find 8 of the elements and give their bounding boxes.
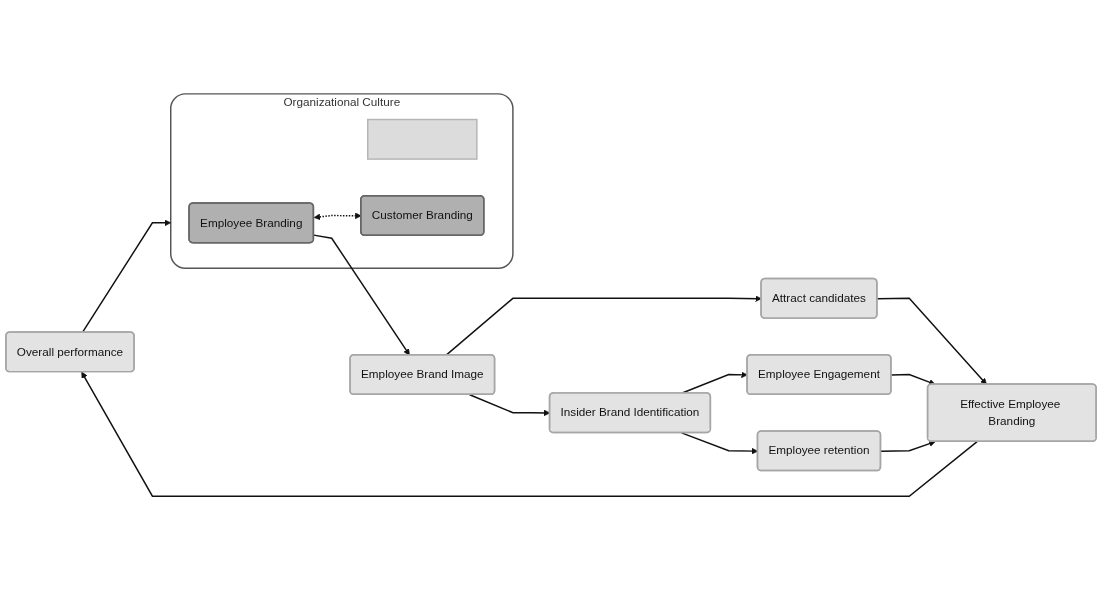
arrow: [880, 440, 936, 452]
arrow: [313, 234, 410, 356]
arrow: [876, 297, 987, 385]
node-box: [367, 118, 478, 160]
arrow: [445, 295, 762, 356]
arrow: [890, 373, 936, 386]
arrow: [81, 219, 172, 333]
arrow: [81, 371, 978, 497]
